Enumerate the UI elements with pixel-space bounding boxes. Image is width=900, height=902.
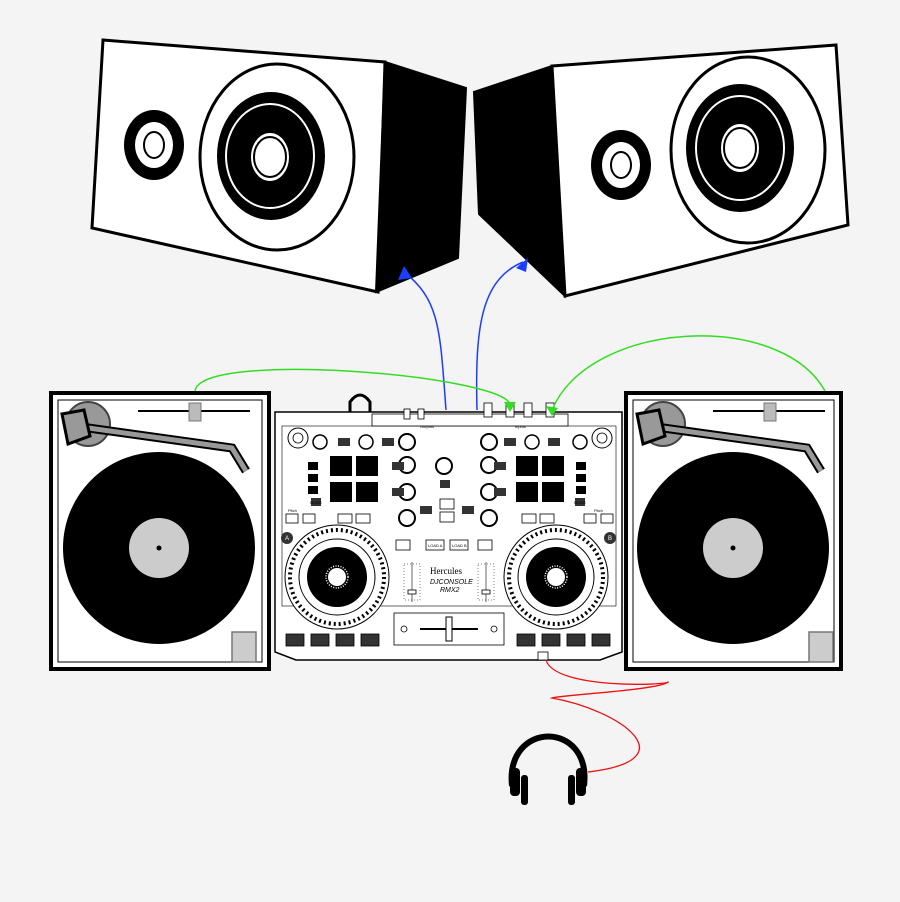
output-cables xyxy=(403,261,524,411)
right-jog-wheel xyxy=(503,524,609,630)
pitch-left-label: Pitch xyxy=(288,508,297,513)
inputs-label: Inputs xyxy=(515,424,526,429)
deck-a-label: A xyxy=(285,536,289,542)
dj-controller: Outputs Inputs MODE Pitch xyxy=(274,393,623,661)
model-name-line2: RMX2 xyxy=(440,587,460,594)
headphone-cable xyxy=(545,659,669,773)
model-name-line1: DJCONSOLE xyxy=(430,579,473,586)
left-pads xyxy=(330,456,378,502)
turntable-left-icon xyxy=(49,391,271,671)
deck-b-label: B xyxy=(608,536,612,542)
right-pads xyxy=(516,456,564,502)
transport-buttons xyxy=(285,633,611,647)
turntable-right-icon xyxy=(624,391,843,671)
mode-right-label: MODE xyxy=(574,500,586,505)
load-a-label: LOAD A xyxy=(428,543,443,548)
speaker-right-icon xyxy=(472,43,850,299)
mode-left-label: MODE xyxy=(310,500,322,505)
pitch-right-label: Pitch xyxy=(594,508,603,513)
brand-logo: Hercules xyxy=(430,566,462,576)
arrow-icon xyxy=(504,402,558,416)
input-cables xyxy=(194,335,826,411)
load-b-label: LOAD B xyxy=(452,543,467,548)
headphones-icon xyxy=(508,733,588,805)
speaker-left-icon xyxy=(90,38,468,294)
outputs-label: Outputs xyxy=(420,424,434,429)
arrow-icon xyxy=(398,258,528,280)
left-jog-wheel xyxy=(284,524,390,630)
